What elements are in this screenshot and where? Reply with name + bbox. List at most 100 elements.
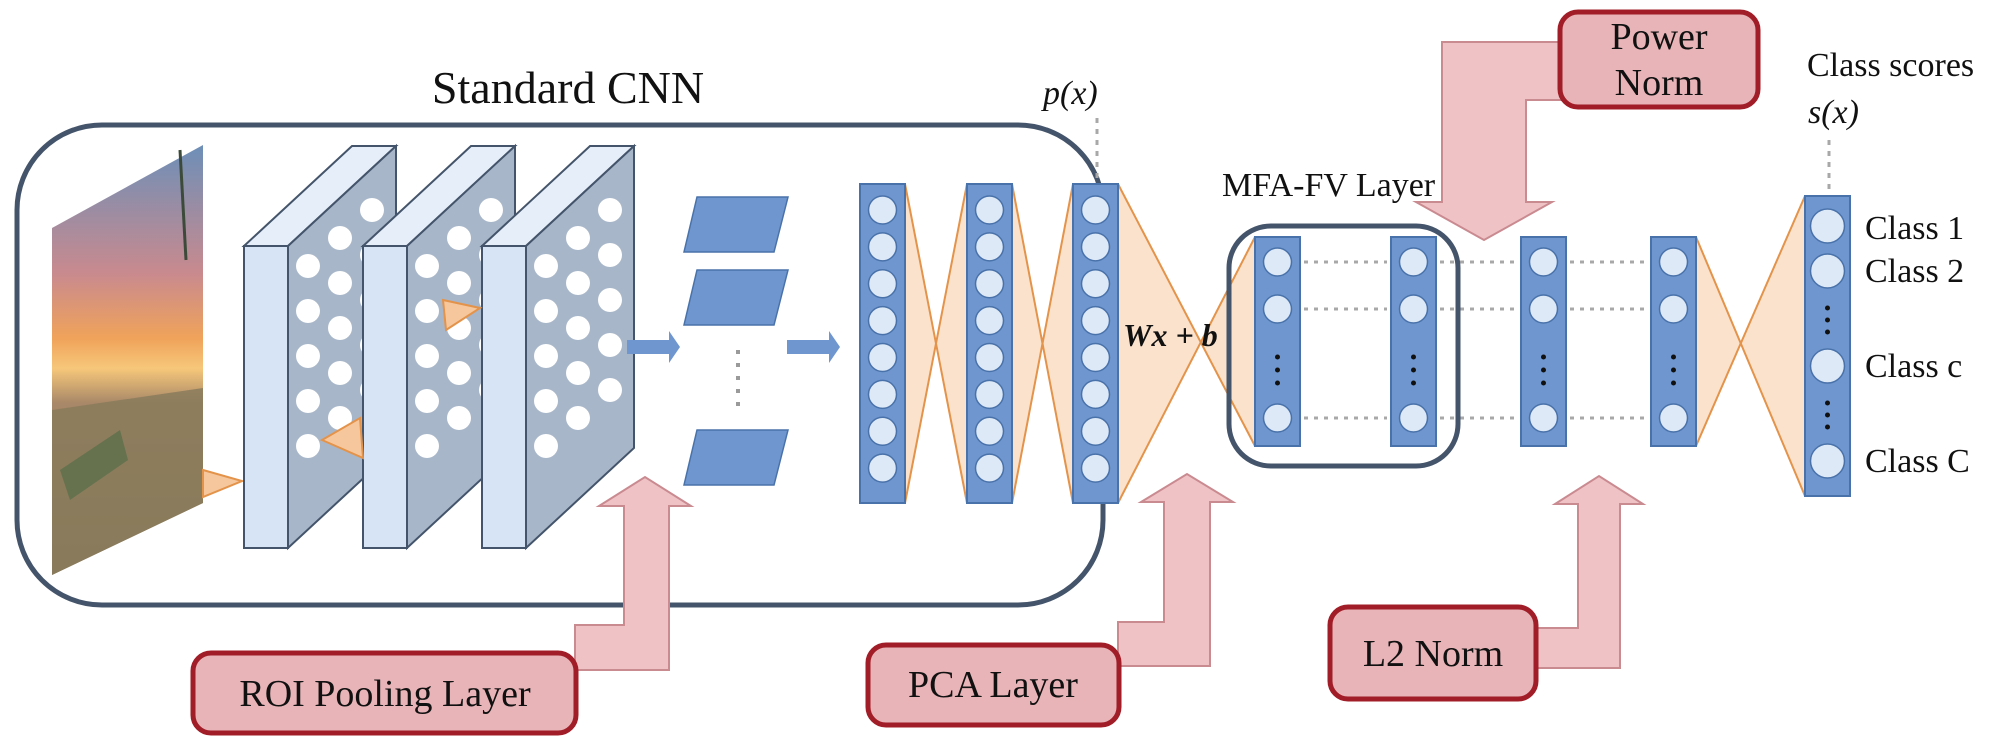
- roi-feature-2: [683, 269, 789, 326]
- pca-label: PCA Layer: [908, 664, 1078, 706]
- neuron: [1528, 403, 1559, 433]
- classifier-line-b: [1695, 195, 1806, 447]
- class-scores-label: Class scores: [1807, 47, 1974, 84]
- neuron: [1262, 247, 1293, 277]
- neuron: [1809, 348, 1846, 384]
- slab-unit: [328, 271, 352, 295]
- neuron: [1658, 247, 1689, 277]
- slab-unit: [566, 406, 590, 430]
- ellipsis-dot: [1825, 412, 1830, 418]
- power-norm-arrow: [1412, 41, 1566, 242]
- neuron: [867, 342, 898, 373]
- slab-unit: [534, 254, 558, 278]
- mfa-fv-box: [1226, 223, 1461, 469]
- l2-norm-label: L2 Norm: [1363, 633, 1503, 675]
- slab-unit: [479, 198, 503, 222]
- power-norm-box: [1557, 9, 1761, 110]
- p-x-label: p(x): [1041, 75, 1098, 112]
- neuron: [1262, 294, 1293, 324]
- neuron-columns: [859, 183, 1851, 504]
- neuron-column-8: [1804, 195, 1851, 497]
- neuron: [867, 416, 898, 446]
- power-norm-label-line2: Norm: [1615, 62, 1704, 104]
- neuron: [1080, 379, 1111, 410]
- neuron: [1398, 294, 1429, 324]
- neuron: [974, 416, 1005, 446]
- s-x-label: s(x): [1808, 94, 1859, 131]
- pca-box: [865, 642, 1122, 728]
- slab-front: [481, 245, 527, 549]
- fc-1-2-line-b: [904, 183, 968, 504]
- ellipsis-dot: [1541, 380, 1546, 386]
- slab-unit: [328, 316, 352, 340]
- dotted-links: [1304, 260, 1647, 420]
- class-2-label: Class 2: [1865, 253, 1964, 290]
- pca-line-b: [1117, 236, 1256, 504]
- ellipsis-dot: [1671, 354, 1676, 360]
- roi-pyramid-2: [441, 298, 483, 332]
- slab-unit: [296, 434, 320, 458]
- classifier-line-a: [1695, 236, 1806, 497]
- ellipsis-dot: [1825, 400, 1830, 406]
- class-c-label: Class c: [1865, 348, 1962, 385]
- neuron: [1080, 342, 1111, 373]
- class-1-label: Class 1: [1865, 210, 1964, 247]
- slab-unit: [328, 361, 352, 385]
- neuron: [867, 379, 898, 410]
- neuron: [867, 232, 898, 262]
- ellipsis-dot: [1541, 367, 1546, 373]
- slab-unit: [296, 389, 320, 413]
- neuron: [974, 232, 1005, 262]
- slab-unit: [415, 254, 439, 278]
- neuron: [867, 305, 898, 336]
- ellipsis-dot: [1825, 329, 1830, 335]
- neuron: [1080, 453, 1111, 483]
- neuron: [1398, 403, 1429, 433]
- neuron: [1809, 208, 1846, 244]
- roi-feature-3: [683, 429, 789, 486]
- slab-unit: [598, 333, 622, 357]
- mfa-fv-label: MFA-FV Layer: [1222, 167, 1436, 204]
- slab-unit: [447, 271, 471, 295]
- neuron: [1080, 305, 1111, 336]
- slab-unit: [566, 361, 590, 385]
- roi-pooling-label: ROI Pooling Layer: [239, 673, 531, 715]
- pca-arrow: [1117, 472, 1237, 667]
- neuron: [1658, 403, 1689, 433]
- slab-unit: [566, 316, 590, 340]
- neuron-column-3: [1072, 183, 1119, 504]
- ellipsis-dot: [1411, 367, 1416, 373]
- slab-unit: [296, 344, 320, 368]
- neuron: [1809, 443, 1846, 479]
- neuron: [974, 342, 1005, 373]
- neuron: [1809, 253, 1846, 289]
- neuron-column-6: [1520, 236, 1567, 447]
- standard-cnn-title: Standard CNN: [432, 62, 704, 113]
- l2-norm-arrow: [1534, 474, 1647, 669]
- slab-unit: [534, 299, 558, 323]
- slab-unit: [296, 254, 320, 278]
- arrow-to-rois: [627, 331, 680, 363]
- slab-unit: [360, 198, 384, 222]
- ellipsis-dot: [1411, 354, 1416, 360]
- pca-line-a: [1117, 183, 1256, 447]
- neuron: [1398, 247, 1429, 277]
- roi-feature-1: [683, 196, 789, 253]
- slab-unit: [415, 389, 439, 413]
- l2-norm-box: [1327, 604, 1539, 702]
- ellipsis-dot: [1825, 305, 1830, 311]
- neuron: [974, 269, 1005, 299]
- neuron: [1658, 294, 1689, 324]
- neuron-column-2: [966, 183, 1013, 504]
- neuron: [1528, 247, 1559, 277]
- ellipsis-dot: [1825, 424, 1830, 430]
- ellipsis-dot: [1275, 380, 1280, 386]
- ellipsis-dot: [1275, 354, 1280, 360]
- affine-label: Wx + b: [1123, 317, 1218, 353]
- neuron-column-7: [1650, 236, 1697, 447]
- slab-unit: [534, 389, 558, 413]
- slab-unit: [415, 434, 439, 458]
- ellipsis-dot: [1411, 380, 1416, 386]
